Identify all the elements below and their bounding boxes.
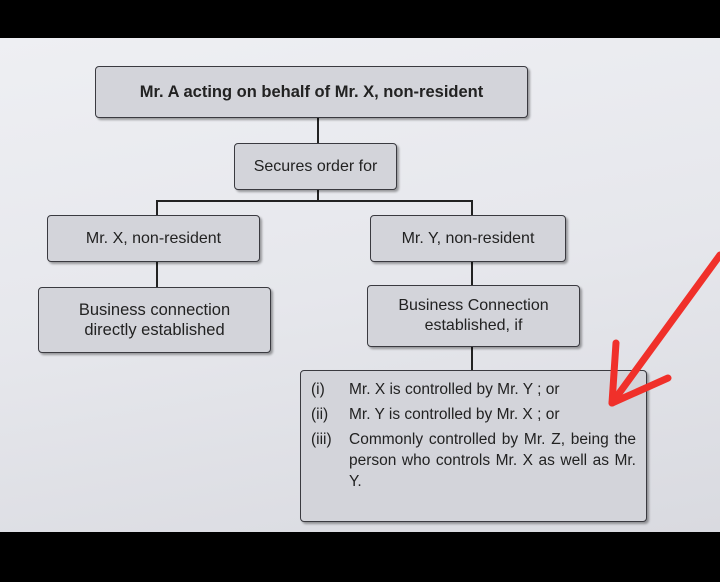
root-label: Mr. A acting on behalf of Mr. X, non-res… xyxy=(139,83,484,101)
left-result-box: Business connection directly established xyxy=(38,287,271,353)
right-result-box: Business Connection established, if xyxy=(367,285,580,347)
condition-number: (iii) xyxy=(311,431,332,448)
condition-text: Mr. X is controlled by Mr. Y ; or xyxy=(349,381,560,398)
left-party-label: Mr. X, non-resident xyxy=(85,229,222,247)
action-label: Secures order for xyxy=(253,157,378,175)
condition-number: (i) xyxy=(311,381,325,398)
action-box: Secures order for xyxy=(234,143,397,190)
connector xyxy=(471,200,473,216)
connector xyxy=(156,200,473,202)
root-box: Mr. A acting on behalf of Mr. X, non-res… xyxy=(95,66,528,118)
connector xyxy=(156,262,158,288)
condition-item: (iii) Commonly controlled by Mr. Z, being… xyxy=(311,429,636,492)
condition-text: Mr. Y is controlled by Mr. X ; or xyxy=(349,406,560,423)
connector xyxy=(156,200,158,216)
connector xyxy=(317,190,319,201)
condition-number: (ii) xyxy=(311,406,329,423)
connector xyxy=(471,262,473,286)
left-result-line: Business connection xyxy=(78,301,231,319)
connector xyxy=(471,347,473,371)
right-result-line: Business Connection xyxy=(398,297,549,314)
left-party-box: Mr. X, non-resident xyxy=(47,215,260,262)
right-party-box: Mr. Y, non-resident xyxy=(370,215,566,262)
condition-item: (i) Mr. X is controlled by Mr. Y ; or xyxy=(311,379,559,400)
connector xyxy=(317,118,319,144)
left-result-line: directly established xyxy=(84,321,225,339)
right-party-label: Mr. Y, non-resident xyxy=(401,229,535,247)
right-result-line: established, if xyxy=(424,317,523,334)
conditions-box: (i) Mr. X is controlled by Mr. Y ; or (ii… xyxy=(300,370,647,522)
red-arrow-icon xyxy=(608,251,720,407)
condition-text: Commonly controlled by Mr. Z, being the … xyxy=(349,431,636,490)
condition-item: (ii) Mr. Y is controlled by Mr. X ; or xyxy=(311,404,559,425)
